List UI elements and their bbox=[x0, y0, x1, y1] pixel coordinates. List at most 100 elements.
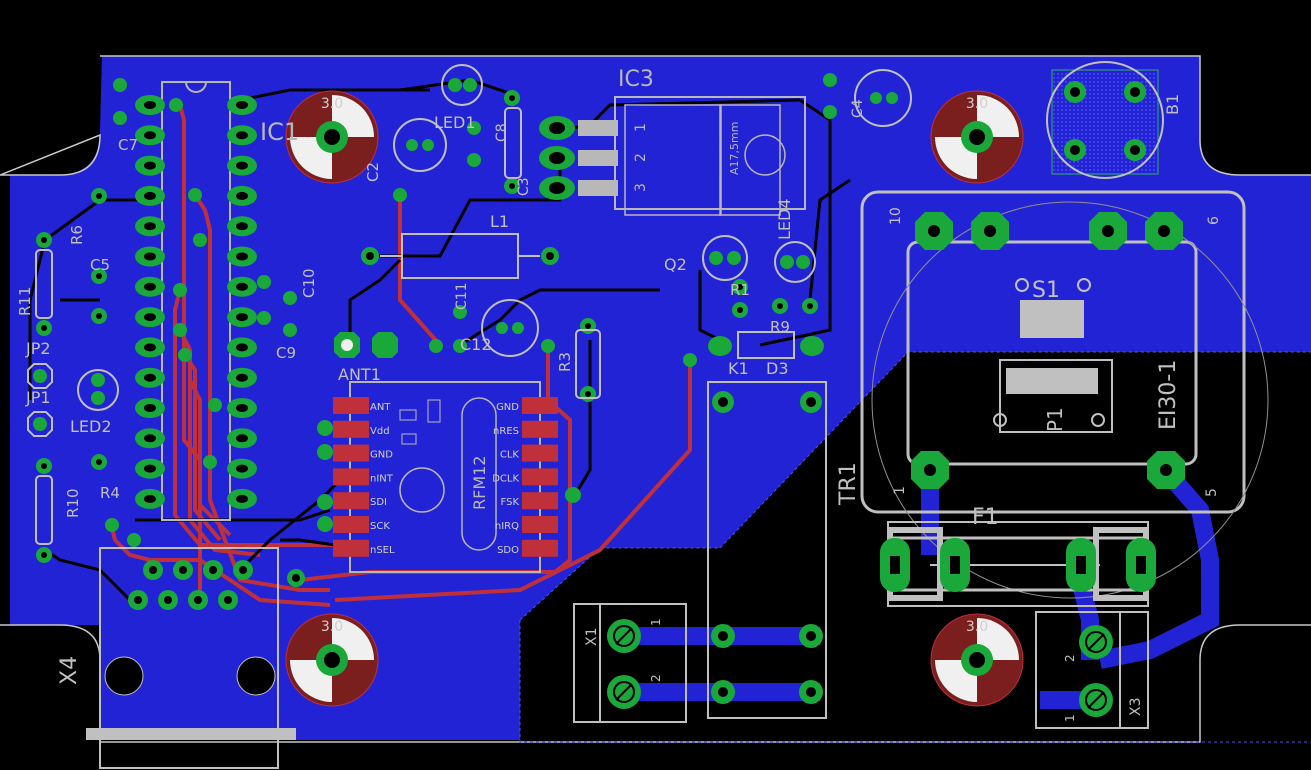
jp2-label: JP2 bbox=[25, 339, 51, 358]
c8-label: C8 bbox=[494, 123, 510, 142]
c5-label: C5 bbox=[90, 256, 110, 274]
r3-body bbox=[575, 329, 601, 399]
rfm12-pin-label: ANT bbox=[370, 402, 391, 413]
tr1-pads bbox=[911, 212, 1185, 489]
jp1-label: JP1 bbox=[25, 388, 51, 407]
ei30-label: EI30-1 bbox=[1156, 360, 1181, 430]
c4-label: C4 bbox=[850, 99, 866, 118]
led2-label: LED2 bbox=[70, 417, 112, 436]
led2-body bbox=[77, 369, 119, 411]
tr1-pin1: 1 bbox=[892, 486, 908, 495]
ic3-pin1: 1 bbox=[633, 123, 649, 132]
d3-body bbox=[737, 331, 795, 359]
leds bbox=[77, 64, 816, 411]
ic3-pin2: 2 bbox=[633, 153, 649, 162]
terminal-x1: X1 1 2 bbox=[573, 603, 687, 723]
jumpers bbox=[27, 332, 824, 437]
c8-body bbox=[504, 107, 522, 179]
rfm12-pad bbox=[333, 468, 369, 486]
x4-pads bbox=[128, 560, 305, 610]
mounting-holes: 3.0 3.0 3.0 3.0 bbox=[285, 90, 1024, 707]
c7-label: C7 bbox=[118, 136, 138, 154]
c12-label: C12 bbox=[460, 335, 492, 354]
rfm12-pad bbox=[333, 397, 369, 414]
r1-label: R1 bbox=[730, 281, 750, 299]
rfm12-pin-label: GND bbox=[370, 450, 393, 461]
led4-body bbox=[774, 241, 816, 283]
f1-label: F1 bbox=[972, 505, 999, 530]
r11-label: R11 bbox=[16, 286, 34, 316]
rfm12-pin-label: nSEL bbox=[370, 545, 395, 556]
q2-label: Q2 bbox=[664, 255, 687, 274]
rfm12-pin-label: GND bbox=[496, 402, 519, 413]
hole-label: 3.0 bbox=[321, 619, 343, 635]
rfm12-pad bbox=[522, 468, 558, 486]
tr1-pin5: 5 bbox=[1204, 488, 1220, 497]
rfm12-pin-label: SCK bbox=[370, 521, 390, 532]
rfm12-pad bbox=[333, 516, 369, 533]
rfm12-pin-label: DCLK bbox=[492, 473, 519, 484]
d3-label: D3 bbox=[766, 359, 789, 378]
x1-pin2: 2 bbox=[649, 674, 663, 682]
x3-pin2: 2 bbox=[1063, 654, 1077, 662]
silk-labels: LED1 LED2 LED4 C2 C3 C4 C5 C7 C8 C9 C10 … bbox=[16, 99, 866, 518]
q2-body bbox=[702, 235, 748, 281]
b1-label: B1 bbox=[1163, 94, 1182, 115]
rfm12-pin-label: SDI bbox=[370, 497, 387, 508]
hole-label: 3.0 bbox=[321, 96, 343, 112]
resistors bbox=[35, 107, 795, 545]
rfm12-pad bbox=[333, 539, 369, 557]
c2-label: C2 bbox=[364, 162, 382, 182]
rfm12-pad bbox=[333, 444, 369, 462]
ic3-regulator: IC3 A17,5mm 1 2 3 bbox=[539, 67, 806, 216]
rfm12-pad bbox=[333, 420, 369, 438]
rectifier-b1: B1 bbox=[1046, 61, 1182, 179]
radial-capacitors bbox=[393, 69, 912, 357]
l1-label: L1 bbox=[490, 212, 509, 231]
s1-label: S1 bbox=[1032, 278, 1060, 303]
r9-label: R9 bbox=[770, 318, 790, 336]
cap-c12-outline bbox=[481, 299, 539, 357]
rfm12-pad bbox=[522, 492, 558, 510]
rfm12-pad bbox=[522, 539, 558, 557]
tr1-pin6: 6 bbox=[1206, 216, 1222, 225]
mounting-hole-2: 3.0 bbox=[930, 90, 1024, 184]
rfm12-pin-label: Vdd bbox=[370, 426, 390, 437]
led4-label: LED4 bbox=[775, 198, 794, 240]
cap-c2-outline bbox=[393, 118, 447, 172]
x3-pin1: 1 bbox=[1063, 714, 1077, 722]
fuse-p1: P1 bbox=[993, 359, 1113, 433]
terminal-x3: X3 2 1 bbox=[1035, 611, 1149, 729]
c10-label: C10 bbox=[300, 268, 318, 298]
ic1-label: IC1 bbox=[260, 118, 299, 146]
ic1-pads-right bbox=[227, 95, 257, 509]
ic3-value: A17,5mm bbox=[728, 122, 741, 175]
mounting-hole-4: 3.0 bbox=[930, 613, 1024, 707]
ic1-pads-left bbox=[135, 95, 165, 509]
rfm12-pad bbox=[522, 444, 558, 462]
rfm12-pad bbox=[522, 420, 558, 438]
rfm12-pad bbox=[522, 397, 558, 414]
r3-label: R3 bbox=[556, 352, 574, 372]
relay-k1: K1 bbox=[707, 359, 827, 719]
mounting-hole-1: 3.0 bbox=[285, 90, 379, 184]
p1-label: P1 bbox=[1043, 407, 1067, 432]
x1-pin1: 1 bbox=[649, 618, 663, 626]
x4-label: X4 bbox=[57, 656, 82, 685]
k1-label: K1 bbox=[728, 359, 749, 378]
keepout-outline bbox=[519, 351, 1311, 743]
transformer-tr1: 10 6 1 5 EI30-1 TR1 bbox=[836, 190, 1269, 599]
r10-label: R10 bbox=[64, 488, 82, 518]
ic3-label: IC3 bbox=[618, 67, 654, 92]
led1-body bbox=[441, 64, 483, 106]
c9-label: C9 bbox=[276, 344, 296, 362]
rfm12-pin-label: nRES bbox=[493, 426, 519, 437]
small-pads bbox=[36, 73, 837, 563]
x3-label: X3 bbox=[1128, 698, 1144, 717]
rfm12-pad bbox=[333, 492, 369, 510]
rfm12-pin-label: FSK bbox=[501, 497, 520, 508]
rfm12-pin-label: nINT bbox=[370, 473, 394, 484]
